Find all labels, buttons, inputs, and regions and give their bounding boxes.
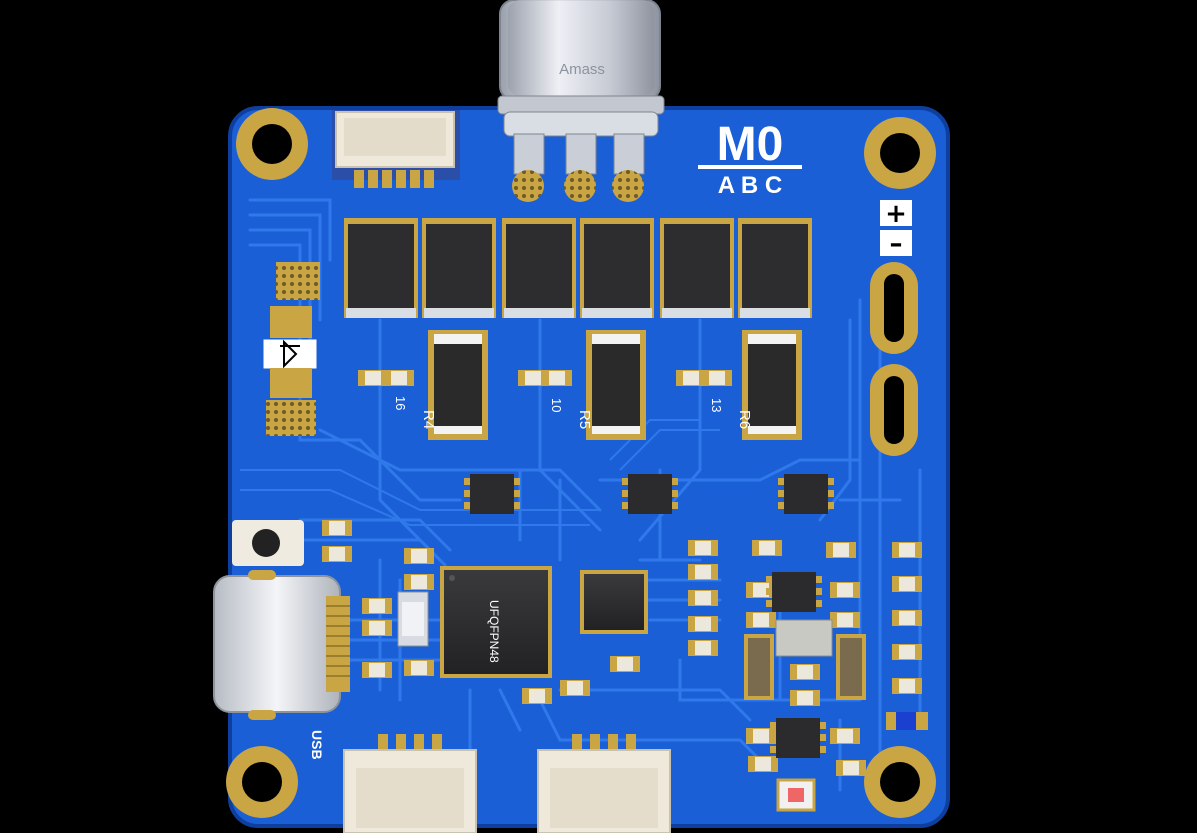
- smd-passive: [362, 598, 392, 614]
- smd-passive: [688, 640, 718, 656]
- smd-passive: [688, 590, 718, 606]
- smd-passive: [688, 616, 718, 632]
- mounting-hole-bottom-right: [864, 746, 936, 818]
- smd-passive: [358, 370, 388, 386]
- smd-passive: [688, 564, 718, 580]
- crystal: [397, 591, 429, 647]
- battery-pad-negative: [870, 364, 918, 456]
- label-r5: R5: [576, 410, 593, 429]
- smd-passive: [830, 582, 860, 598]
- pcb-board: [230, 108, 948, 826]
- reset-button: [232, 520, 304, 566]
- shunt-resistors: [428, 330, 802, 440]
- mosfet: [344, 218, 418, 318]
- soic-chip: [770, 718, 826, 758]
- usb-c-connector: USB: [213, 570, 350, 760]
- jst-connector-bottom-right: [537, 734, 671, 833]
- shunt-resistor: [742, 330, 802, 440]
- smd-passive: [322, 520, 352, 536]
- soic-chip: [464, 474, 520, 514]
- smd-passive: [746, 728, 776, 744]
- polarity-marks: + –: [880, 199, 912, 259]
- smd-passive: [892, 678, 922, 694]
- mosfet: [422, 218, 496, 318]
- smd-passive: [542, 370, 572, 386]
- label-r4: R4: [420, 410, 437, 429]
- mosfet: [580, 218, 654, 318]
- smd-passive: [830, 728, 860, 744]
- mosfet: [502, 218, 576, 318]
- logo-title: M0: [717, 118, 784, 171]
- smd-passive: [322, 546, 352, 562]
- smd-passive: [610, 656, 640, 672]
- smd-passive: [892, 610, 922, 626]
- label-r6: R6: [736, 410, 753, 429]
- smd-passive: [826, 542, 856, 558]
- power-components: [744, 619, 866, 700]
- polarity-plus: +: [885, 199, 907, 229]
- connector-brand-text: Amass: [559, 61, 605, 78]
- smd-passive: [830, 612, 860, 628]
- passive-components: [322, 370, 922, 776]
- shunt-resistor: [428, 330, 488, 440]
- resistor-silkscreen: R4 R5 R6 16 10 13: [393, 396, 753, 429]
- smd-passive: [362, 662, 392, 678]
- gate-drivers: [464, 474, 834, 758]
- label-10: 10: [549, 398, 564, 412]
- driver-ic: [580, 570, 648, 634]
- smd-passive: [518, 370, 548, 386]
- mosfet: [660, 218, 734, 318]
- mounting-hole-top-left: [236, 108, 308, 180]
- rgb-led: [776, 778, 816, 812]
- label-16: 16: [393, 396, 408, 410]
- amass-power-connector: Amass: [497, 0, 665, 202]
- smd-passive: [522, 688, 552, 704]
- smd-passive: [790, 690, 820, 706]
- mounting-hole-top-right: [864, 117, 936, 189]
- mosfet-row: [344, 218, 812, 318]
- smd-passive: [362, 620, 392, 636]
- smd-passive: [892, 576, 922, 592]
- smd-passive: [676, 370, 706, 386]
- mosfet: [738, 218, 812, 318]
- smd-passive: [892, 644, 922, 660]
- smd-passive: [748, 756, 778, 772]
- soic-chip: [778, 474, 834, 514]
- smd-passive: [688, 540, 718, 556]
- label-13: 13: [709, 398, 724, 412]
- polarity-minus: –: [890, 229, 903, 259]
- smd-passive: [746, 612, 776, 628]
- usb-label: USB: [309, 730, 325, 760]
- soic-chip: [766, 572, 822, 612]
- logo-subtitle: A B C: [718, 172, 782, 199]
- smd-passive: [892, 542, 922, 558]
- mcu-chip: UFQFPN48: [440, 566, 552, 678]
- shunt-resistor: [586, 330, 646, 440]
- smd-passive: [790, 664, 820, 680]
- smd-passive: [702, 370, 732, 386]
- soic-chip: [622, 474, 678, 514]
- smd-passive: [384, 370, 414, 386]
- smd-passive: [404, 548, 434, 564]
- mounting-hole-bottom-left: [226, 746, 298, 818]
- status-led: [886, 712, 928, 730]
- battery-pad-positive: [870, 262, 918, 354]
- smd-passive: [404, 660, 434, 676]
- smd-passive: [560, 680, 590, 696]
- jst-connector-bottom-left: [343, 734, 477, 833]
- mcu-label: UFQFPN48: [487, 600, 501, 663]
- board-logo: M0 A B C: [698, 118, 802, 199]
- smd-passive: [836, 760, 866, 776]
- smd-passive: [404, 574, 434, 590]
- jst-connector-top: [332, 110, 460, 188]
- smd-passive: [752, 540, 782, 556]
- diode-area: [263, 262, 320, 436]
